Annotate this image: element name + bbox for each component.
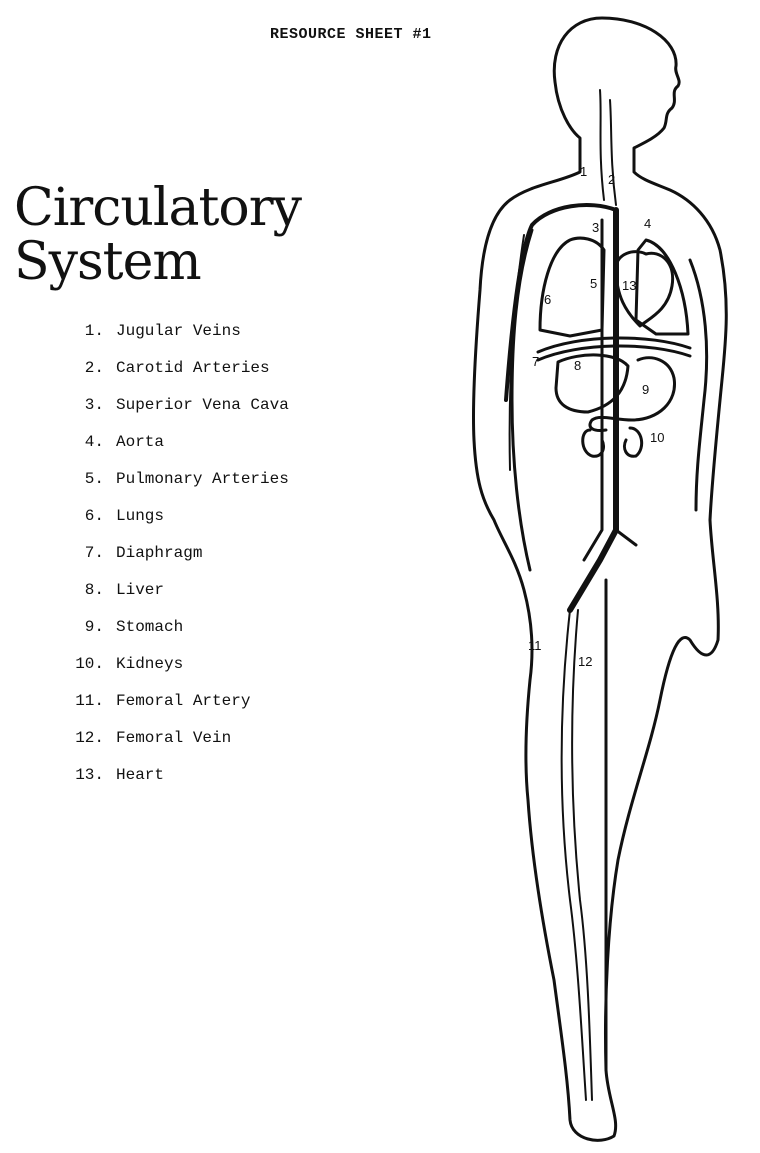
legend-item: 11. Femoral Artery	[48, 692, 289, 729]
legend-item: 9. Stomach	[48, 618, 289, 655]
left-arm-inner	[510, 228, 534, 572]
figure-label-2: 2	[608, 172, 615, 187]
figure-label-6: 6	[544, 292, 551, 307]
figure-label-13: 13	[622, 278, 636, 293]
subclavian-vessel	[504, 203, 618, 402]
figure-label-1: 1	[580, 164, 587, 179]
legend-number: 11.	[75, 692, 104, 710]
legend-item: 4. Aorta	[48, 433, 289, 470]
legend-label: Carotid Arteries	[116, 359, 270, 377]
legend-list: 1. Jugular Veins 2. Carotid Arteries 3. Sup…	[48, 322, 289, 803]
legend-item: 7. Diaphragm	[48, 544, 289, 581]
stomach	[588, 356, 676, 432]
legend-item: 2. Carotid Arteries	[48, 359, 289, 396]
legend-label: Lungs	[116, 507, 165, 525]
legend-number: 9.	[84, 618, 104, 636]
legend-label: Kidneys	[116, 655, 184, 673]
legend-number: 2.	[84, 359, 104, 377]
legend-label: Diaphragm	[116, 544, 203, 562]
left-kidney	[581, 428, 606, 458]
figure-label-11: 11	[528, 638, 542, 653]
legend-label: Femoral Artery	[116, 692, 251, 710]
legend-item: 1. Jugular Veins	[48, 322, 289, 359]
right-arm-inner	[688, 258, 709, 512]
arm-vessel	[508, 234, 525, 471]
body-outline	[471, 16, 728, 1142]
legend-number: 13.	[75, 766, 104, 784]
legend-label: Liver	[116, 581, 165, 599]
legend-item: 12. Femoral Vein	[48, 729, 289, 766]
figure-label-4: 4	[644, 216, 651, 231]
figure-label-9: 9	[642, 382, 649, 397]
legend-label: Heart	[116, 766, 165, 784]
legend-number: 3.	[84, 396, 104, 414]
femoral-vein	[571, 609, 593, 1101]
carotid-artery	[609, 99, 617, 206]
legend-number: 5.	[84, 470, 104, 488]
femoral-artery	[560, 609, 587, 1101]
legend-label: Aorta	[116, 433, 165, 451]
circulatory-figure: 1 2 3 4 5 6 7 8 9 10 11 12 13	[471, 16, 728, 1142]
legend-item: 3. Superior Vena Cava	[48, 396, 289, 433]
legend-number: 1.	[84, 322, 104, 340]
legend-number: 12.	[75, 729, 104, 747]
figure-label-8: 8	[574, 358, 581, 373]
legend-label: Jugular Veins	[116, 322, 241, 340]
legend-label: Pulmonary Arteries	[116, 470, 289, 488]
legend-label: Femoral Vein	[116, 729, 232, 747]
legend-item: 8. Liver	[48, 581, 289, 618]
figure-label-5: 5	[590, 276, 597, 291]
resource-sheet-header: RESOURCE SHEET #1	[270, 26, 432, 43]
iliac-branch	[614, 528, 638, 547]
figure-label-7: 7	[532, 354, 539, 369]
legend-number: 6.	[84, 507, 104, 525]
legend-item: 13. Heart	[48, 766, 289, 803]
figure-label-12: 12	[578, 654, 592, 669]
title-line-1: Circulatory	[14, 177, 302, 238]
legend-item: 10. Kidneys	[48, 655, 289, 692]
right-kidney	[622, 426, 644, 458]
figure-label-3: 3	[592, 220, 599, 235]
legend-number: 8.	[84, 581, 104, 599]
title-line-2: System	[14, 231, 202, 292]
left-lung	[538, 236, 606, 338]
legend-item: 5. Pulmonary Arteries	[48, 470, 289, 507]
figure-label-10: 10	[650, 430, 664, 445]
legend-number: 10.	[75, 655, 104, 673]
right-lung	[634, 238, 690, 336]
heart	[614, 250, 675, 328]
vena-cava-trunk	[582, 218, 604, 562]
legend-item: 6. Lungs	[48, 507, 289, 544]
legend-label: Stomach	[116, 618, 184, 636]
page-title: Circulatory System	[14, 177, 302, 292]
jugular-vein	[599, 89, 605, 201]
aorta-trunk	[567, 207, 619, 613]
legend-number: 7.	[84, 544, 104, 562]
legend-label: Superior Vena Cava	[116, 396, 289, 414]
legend-number: 4.	[84, 433, 104, 451]
